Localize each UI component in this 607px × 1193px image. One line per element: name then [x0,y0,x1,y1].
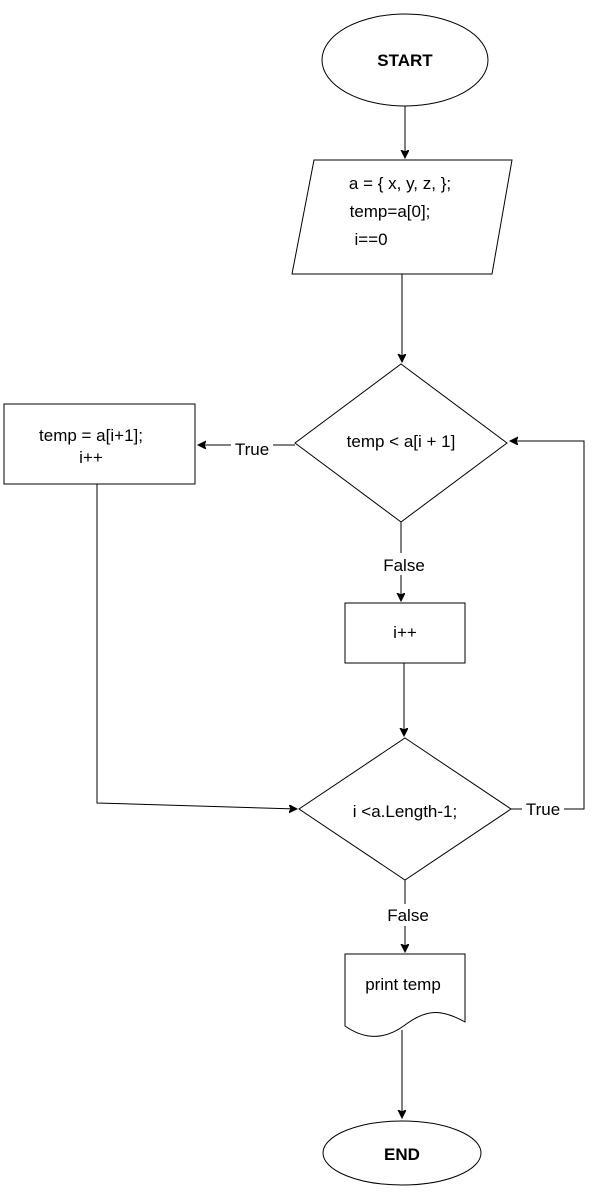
init-line-3: i==0 [354,230,387,249]
cond1-true-label-bg [231,436,273,458]
condition-2-label: i <a.Length-1; [353,802,457,821]
cond2-false-label: False [387,906,429,925]
edge-assign-to-cond2 [96,484,297,809]
increment-process-box [344,602,466,664]
init-parallelogram [291,159,513,275]
edge-cond2-true [510,441,585,810]
increment-label: i++ [393,623,417,642]
condition-1-label: temp < a[i + 1] [347,432,456,451]
print-label: print temp [365,975,441,994]
start-label: START [377,51,433,70]
cond1-false-label: False [383,556,425,575]
cond2-true-label-bg [522,798,564,820]
assign-process-box [3,403,196,485]
cond2-false-label-bg [382,904,434,926]
cond1-false-label-bg [378,553,430,575]
print-document-shape [344,953,466,1037]
cond2-true-label: True [526,800,560,819]
assign-line-2: i++ [79,448,103,467]
init-line-2: temp=a[0]; [350,202,431,221]
end-terminal [322,1120,482,1186]
cond1-true-label: True [235,440,269,459]
init-line-1: a = { x, y, z, }; [349,174,451,193]
end-label: END [384,1145,420,1164]
assign-line-1: temp = a[i+1]; [39,426,143,445]
